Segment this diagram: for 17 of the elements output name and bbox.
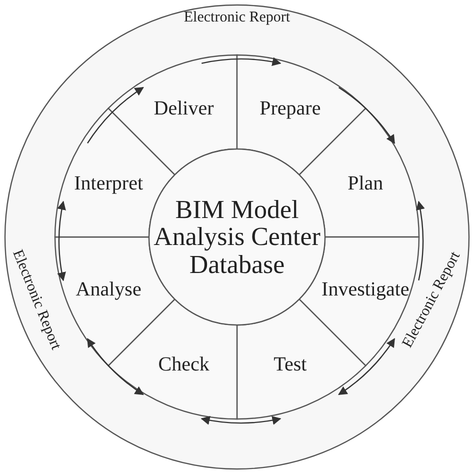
sector-label: Test (274, 354, 307, 377)
arrow (338, 87, 396, 144)
ring-label: Electronic Report (184, 10, 290, 26)
sector-label: Deliver (154, 97, 214, 120)
arrow (58, 200, 66, 282)
arrow (416, 200, 424, 280)
arrow (200, 416, 282, 424)
sector-label: Prepare (260, 97, 321, 120)
arrow (87, 86, 144, 144)
sector-label: Plan (348, 172, 384, 196)
sector-label: Check (158, 354, 210, 377)
center-label: BIM Model Analysis Center Database (152, 196, 322, 278)
sector-label: Analyse (76, 278, 142, 302)
arrow (86, 338, 144, 396)
arrow (338, 338, 396, 396)
arrow (202, 58, 282, 66)
sector-label: Interpret (74, 172, 143, 196)
